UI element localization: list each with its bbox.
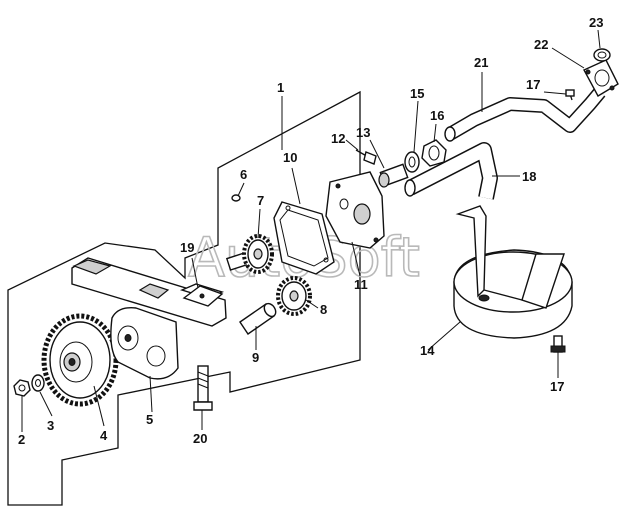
leader-lines [21, 29, 601, 432]
oil-strainer-part [453, 205, 573, 339]
suction-pipe-part [404, 142, 498, 200]
pump-cover-part [325, 171, 385, 249]
delivery-pipe-part [444, 87, 606, 142]
callout-19: 19 [180, 240, 194, 255]
driven-gear-part [276, 276, 312, 316]
callout-9: 9 [252, 350, 259, 365]
callout-18: 18 [522, 169, 536, 184]
pump-body-part [71, 257, 227, 380]
callout-11: 11 [354, 277, 368, 292]
drive-gear-part [41, 313, 119, 407]
gasket-ring-part [593, 48, 611, 62]
assembly-outline [7, 90, 361, 506]
callout-23: 23 [589, 15, 603, 30]
callout-13: 13 [356, 125, 370, 140]
callout-1: 1 [277, 80, 284, 95]
screw-part [355, 149, 377, 165]
callout-14: 14 [420, 343, 435, 358]
callout-5: 5 [146, 412, 153, 427]
bolt-part [193, 365, 213, 411]
bushing-part [239, 302, 277, 335]
washer-part [31, 374, 45, 392]
callout-16: 16 [430, 108, 444, 123]
union-nut-part [421, 139, 447, 167]
callout-8: 8 [320, 302, 327, 317]
valve-part [378, 163, 409, 188]
gasket-part [273, 201, 335, 275]
callout-10: 10 [283, 150, 297, 165]
callout-17-upper: 17 [526, 77, 540, 92]
shaft-gear-part [225, 234, 274, 274]
callout-6: 6 [240, 167, 247, 182]
callout-20: 20 [193, 431, 207, 446]
callout-2: 2 [18, 432, 25, 447]
flange-part [583, 59, 619, 97]
plate-part [182, 285, 224, 307]
bolt-upper-part [565, 89, 575, 101]
callout-7: 7 [257, 193, 264, 208]
bolt-lower-part [550, 335, 566, 353]
callout-4: 4 [100, 428, 108, 443]
callout-22: 22 [534, 37, 548, 52]
callout-21: 21 [474, 55, 488, 70]
callout-3: 3 [47, 418, 54, 433]
nut-part [13, 379, 31, 397]
callout-17-lower: 17 [550, 379, 564, 394]
seal-ring-part [404, 151, 420, 173]
dowel-pin-part [231, 194, 241, 202]
callout-12: 12 [331, 131, 345, 146]
callout-labels: 1 2 3 4 5 6 7 8 9 10 11 12 13 14 15 16 1… [18, 15, 603, 447]
callout-15: 15 [410, 86, 424, 101]
